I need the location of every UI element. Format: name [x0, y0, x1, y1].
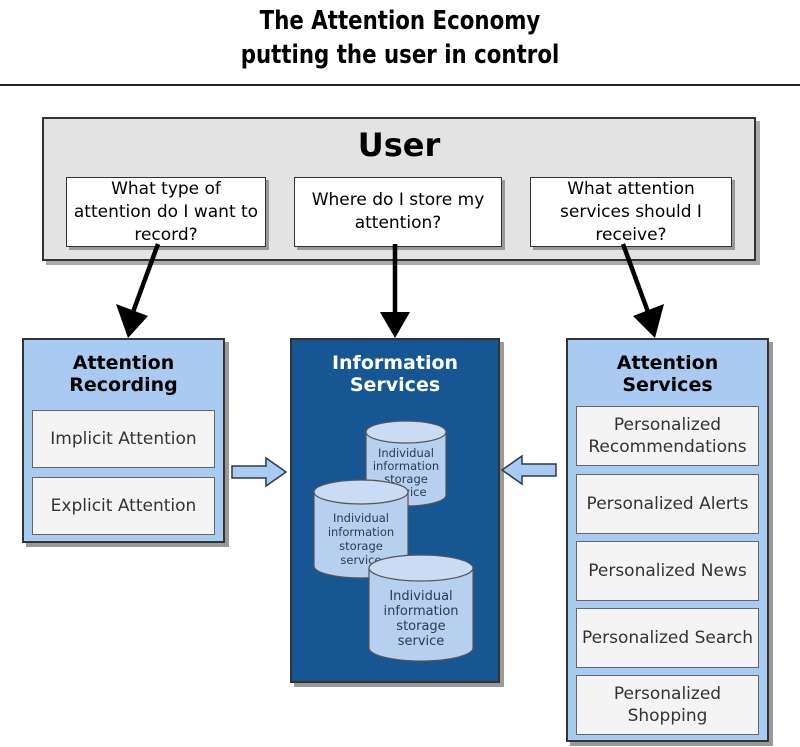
arrow-services-to-storage	[500, 454, 557, 486]
personalized-recommendations-item: Personalized Recommendations	[576, 406, 759, 466]
personalized-alerts-item: Personalized Alerts	[576, 474, 759, 534]
user-title: User	[357, 126, 441, 164]
personalized-news-item: Personalized News	[576, 541, 759, 601]
arrow-to-recording	[116, 243, 161, 338]
cylinder-back-label-3: storage	[384, 472, 428, 486]
cylinder-front-label-1: Individual	[389, 589, 452, 604]
question-receive-services: What attention services should I receive…	[530, 177, 732, 247]
storage-cylinder-front: Individual information storage service	[368, 554, 474, 662]
cylinder-back-label-2: information	[373, 459, 439, 473]
diagram-title: The Attention Economy	[259, 6, 541, 36]
title-divider	[0, 84, 800, 86]
arrow-to-information-services	[380, 244, 410, 338]
cylinder-back-label-1: Individual	[378, 446, 434, 460]
personalized-search-item: Personalized Search	[576, 608, 759, 668]
cylinder-front-label-3: storage	[396, 619, 445, 634]
attention-services-title: Attention Services	[616, 352, 719, 396]
cylinder-front-label-2: information	[383, 604, 458, 619]
user-panel: User What type of attention do I want to…	[42, 117, 756, 261]
implicit-attention-item: Implicit Attention	[32, 410, 215, 468]
question-store-attention: Where do I store my attention?	[294, 177, 502, 247]
cylinder-middle-label-3: storage	[339, 539, 383, 553]
arrow-recording-to-storage	[231, 456, 288, 488]
question-record-attention: What type of attention do I want to reco…	[66, 177, 266, 247]
attention-recording-title: Attention Recording	[69, 352, 178, 396]
explicit-attention-item: Explicit Attention	[32, 477, 215, 535]
attention-recording-panel: Attention Recording Implicit Attention E…	[22, 338, 225, 543]
information-services-title: Information Services	[331, 352, 459, 396]
cylinder-front-label-4: service	[398, 634, 445, 649]
arrow-to-attention-services	[620, 243, 664, 338]
attention-services-panel: Attention Services Personalized Recommen…	[566, 338, 769, 742]
diagram-subtitle: putting the user in control	[240, 40, 560, 70]
cylinder-middle-label-2: information	[328, 525, 394, 539]
personalized-shopping-item: Personalized Shopping	[576, 675, 759, 735]
cylinder-middle-label-1: Individual	[333, 511, 389, 525]
